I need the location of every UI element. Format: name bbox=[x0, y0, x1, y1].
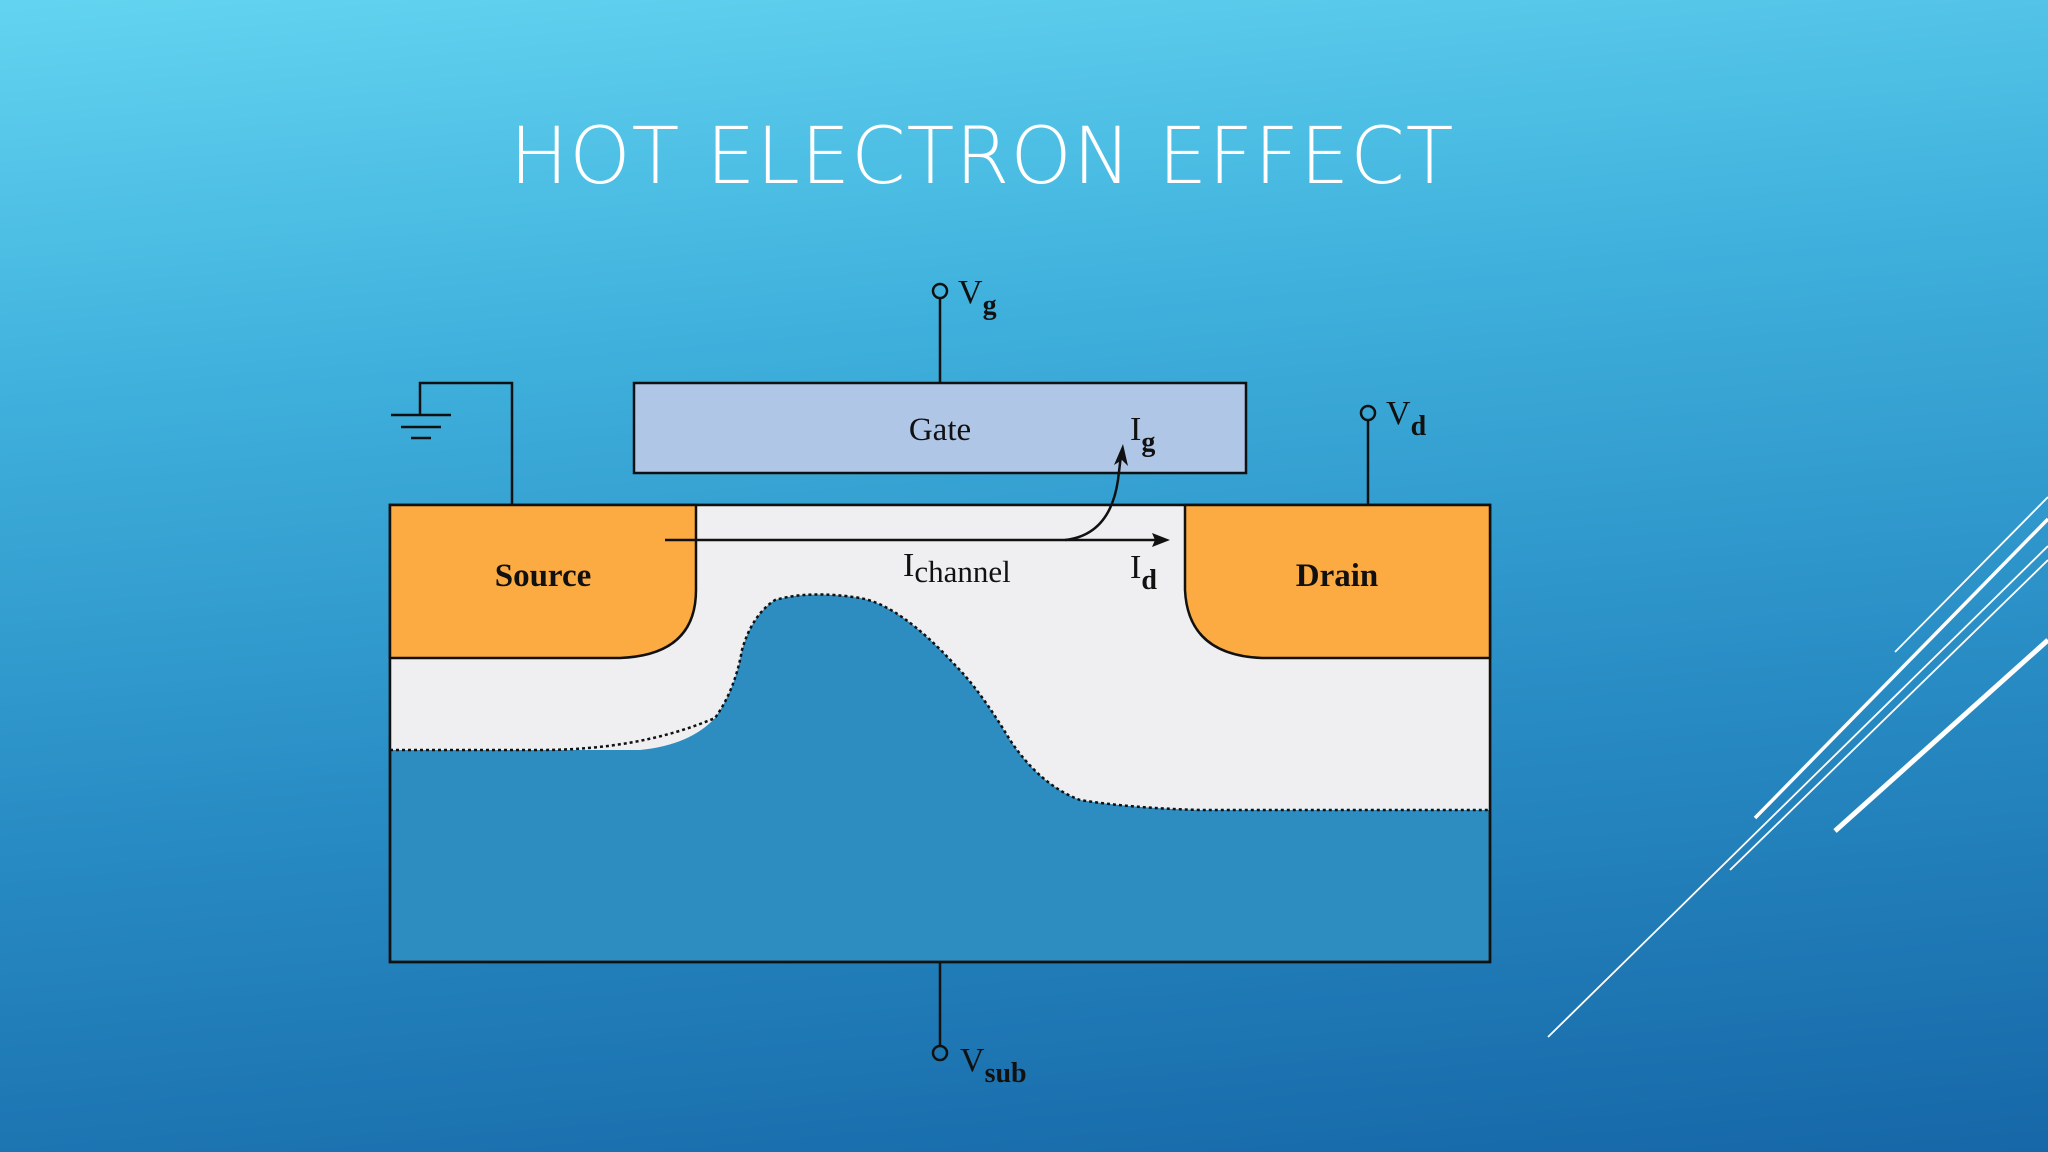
vg-subscript: g bbox=[983, 290, 997, 321]
drain-region bbox=[1183, 503, 1492, 660]
gate-current-arrowhead-icon bbox=[1114, 444, 1128, 466]
gate-terminal bbox=[931, 282, 949, 300]
ground-icon bbox=[391, 413, 451, 440]
source-region bbox=[388, 503, 698, 660]
vsub-label: V bbox=[960, 1042, 985, 1079]
source-ground-wire bbox=[418, 381, 514, 505]
substrate-terminal bbox=[931, 1044, 949, 1062]
drain-terminal bbox=[1359, 404, 1377, 422]
decorative-accent-lines bbox=[1547, 496, 2048, 1038]
svg-text:Id: Id bbox=[1130, 549, 1157, 596]
slide-title: HOT ELECTRON EFFECT bbox=[509, 112, 1455, 202]
svg-text:Vd: Vd bbox=[1386, 395, 1427, 442]
svg-text:Ig: Ig bbox=[1130, 411, 1155, 458]
gate-current-arrow bbox=[1064, 454, 1123, 542]
drain-label: Drain bbox=[1296, 558, 1379, 594]
channel-arrowhead-icon bbox=[1152, 533, 1170, 547]
ig-subscript: g bbox=[1141, 427, 1155, 458]
gate-electrode bbox=[632, 381, 1248, 475]
vd-label: V bbox=[1386, 395, 1411, 432]
gate-label: Gate bbox=[909, 412, 971, 448]
id-subscript: d bbox=[1141, 565, 1157, 596]
ichannel-subscript: channel bbox=[914, 554, 1010, 589]
svg-text:Ichannel: Ichannel bbox=[903, 547, 1011, 589]
vd-subscript: d bbox=[1411, 411, 1427, 442]
ig-label: I bbox=[1130, 411, 1141, 448]
ichannel-label: I bbox=[903, 547, 914, 584]
vg-label: V bbox=[958, 274, 983, 311]
svg-text:Vsub: Vsub bbox=[960, 1042, 1027, 1089]
source-label: Source bbox=[495, 558, 592, 594]
svg-text:Vg: Vg bbox=[958, 274, 997, 321]
id-label: I bbox=[1130, 549, 1141, 586]
vsub-subscript: sub bbox=[985, 1058, 1027, 1089]
